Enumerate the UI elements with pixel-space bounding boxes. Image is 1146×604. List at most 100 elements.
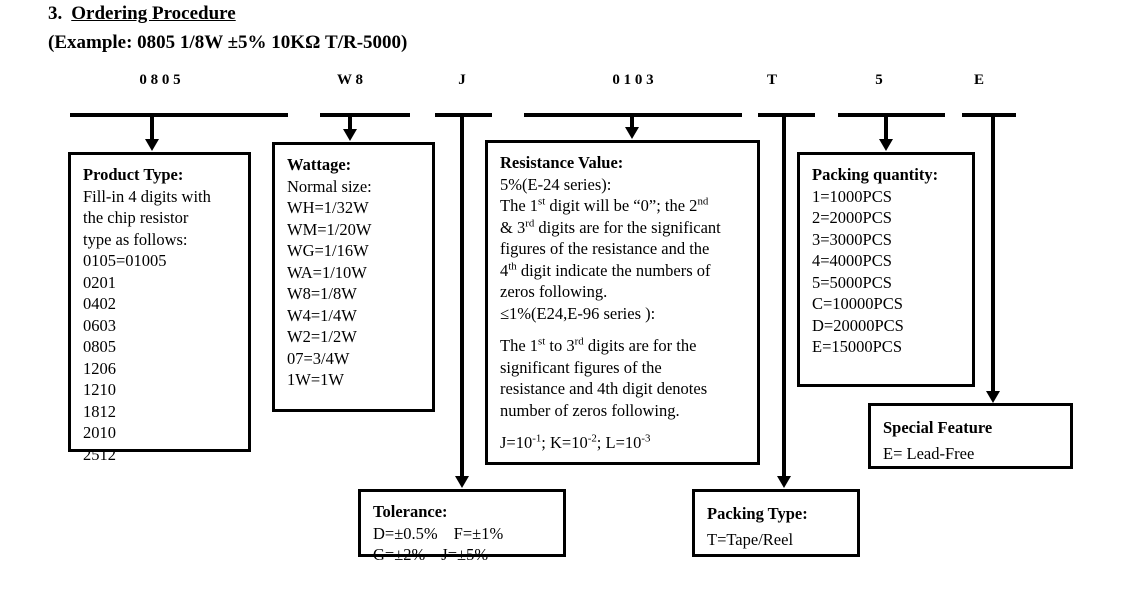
resistance-rule-line: zeros following. bbox=[500, 282, 608, 301]
packing-quantity-line: D=20000PCS bbox=[812, 315, 904, 335]
resistance-rule-line: The 1st to 3rd digits are for the bbox=[500, 335, 747, 357]
resistance-rule-line: The 1st digit will be “0”; the 2nd bbox=[500, 195, 747, 217]
txt: digits are for the significant bbox=[534, 217, 721, 237]
resistance-rule-line: 4th digit indicate the numbers of bbox=[500, 260, 747, 282]
resistance-rule-line: resistance and 4th digit denotes bbox=[500, 379, 708, 398]
spacer bbox=[500, 324, 747, 335]
resistance-rule-line: & 3rd digits are for the significant bbox=[500, 217, 747, 239]
leader-stem-product-type bbox=[150, 115, 154, 141]
box-tolerance: Tolerance: D=±0.5% F=±1% G=±2%J=±5% bbox=[358, 489, 566, 564]
packing-type-line: T=Tape/Reel bbox=[707, 529, 794, 549]
resistance-series-5pct: 5%(E-24 series): bbox=[500, 174, 612, 194]
tolerance-line: D=±0.5% F=±1% bbox=[373, 523, 553, 545]
product-type-line: the chip resistor bbox=[83, 208, 189, 227]
txt: digit indicate the numbers of bbox=[516, 260, 711, 280]
box-packing-quantity: Packing quantity: 1=1000PCS 2=2000PCS 3=… bbox=[797, 152, 975, 387]
code-segment-special-feature: E bbox=[973, 72, 984, 88]
code-segment-packing-type: T bbox=[766, 72, 777, 88]
tolerance-line: G=±2%J=±5% bbox=[373, 544, 553, 566]
leader-bar-packing-quantity bbox=[838, 113, 945, 117]
txt: J=10 bbox=[500, 433, 533, 452]
leader-bar-wattage bbox=[320, 113, 410, 117]
box-title-product-type: Product Type: bbox=[83, 165, 184, 184]
leader-stem-wattage bbox=[348, 115, 352, 131]
exponent-sup: -3 bbox=[641, 432, 651, 445]
special-feature-line: E= Lead-Free bbox=[883, 443, 975, 463]
txt: D=±0.5% bbox=[373, 523, 438, 543]
txt: ; L=10 bbox=[596, 433, 642, 452]
product-type-line: 1210 bbox=[83, 380, 116, 399]
leader-stem-packing-quantity bbox=[884, 115, 888, 141]
wattage-line: WG=1/16W bbox=[287, 241, 369, 260]
packing-quantity-line: C=10000PCS bbox=[812, 294, 903, 313]
txt: to 3 bbox=[545, 336, 575, 355]
ordinal-sup: st bbox=[538, 195, 546, 208]
box-product-type: Product Type: Fill-in 4 digits with the … bbox=[68, 152, 251, 464]
leader-stem-packing-type bbox=[782, 115, 786, 477]
section-title: Ordering Procedure bbox=[71, 3, 236, 24]
leader-arrow-tolerance bbox=[455, 476, 469, 488]
txt: ; K=10 bbox=[541, 433, 588, 452]
wattage-line: W8=1/8W bbox=[287, 284, 357, 303]
wattage-line: Normal size: bbox=[287, 176, 372, 196]
txt: 4 bbox=[500, 260, 509, 280]
wattage-line: W2=1/2W bbox=[287, 327, 357, 346]
product-type-line: 2512 bbox=[83, 444, 116, 464]
txt: The 1 bbox=[500, 336, 539, 355]
packing-quantity-line: 2=2000PCS bbox=[812, 208, 892, 227]
product-type-line: 1206 bbox=[83, 358, 116, 378]
wattage-line: W4=1/4W bbox=[287, 305, 357, 325]
txt: The 1 bbox=[500, 196, 539, 215]
code-segment-product-type: 0 8 0 5 bbox=[139, 72, 181, 88]
wattage-line: 07=3/4W bbox=[287, 348, 350, 368]
resistance-multiplier-line: J=10-1; K=10-2; L=10-3 bbox=[500, 432, 747, 454]
box-title-tolerance: Tolerance: bbox=[373, 502, 448, 521]
packing-quantity-line: 1=1000PCS bbox=[812, 186, 892, 206]
txt: G=±2% bbox=[373, 545, 426, 564]
leader-stem-resistance bbox=[630, 115, 634, 129]
ordinal-sup: st bbox=[538, 335, 546, 348]
code-segment-resistance: 0 1 0 3 bbox=[612, 72, 654, 88]
txt: & 3 bbox=[500, 217, 526, 237]
wattage-line: WA=1/10W bbox=[287, 262, 367, 282]
packing-quantity-line: 3=3000PCS bbox=[812, 229, 892, 249]
exponent-sup: -1 bbox=[532, 432, 542, 445]
leader-arrow-product-type bbox=[145, 139, 159, 151]
resistance-rule-line: figures of the resistance and the bbox=[500, 239, 710, 258]
spacer bbox=[500, 421, 747, 432]
leader-arrow-wattage bbox=[343, 129, 357, 141]
ordinal-sup: th bbox=[508, 260, 517, 272]
leader-arrow-packing-quantity bbox=[879, 139, 893, 151]
box-title-resistance-value: Resistance Value: bbox=[500, 153, 624, 172]
code-segment-wattage: W 8 bbox=[337, 72, 363, 88]
txt: digit will be “0”; the 2 bbox=[545, 196, 698, 215]
leader-stem-tolerance bbox=[460, 115, 464, 477]
box-title-packing-quantity: Packing quantity: bbox=[812, 165, 939, 184]
ordinal-sup: rd bbox=[574, 335, 584, 348]
product-type-line: 1812 bbox=[83, 401, 116, 421]
product-type-line: 0201 bbox=[83, 272, 116, 292]
resistance-rule-line: number of zeros following. bbox=[500, 400, 680, 420]
exponent-sup: -2 bbox=[587, 432, 597, 445]
box-wattage: Wattage: Normal size: WH=1/32W WM=1/20W … bbox=[272, 142, 435, 412]
txt: digits are for the bbox=[583, 336, 697, 355]
example-part-number: (Example: 0805 1/8W ±5% 10KΩ T/R-5000) bbox=[48, 32, 408, 53]
txt: F=±1% bbox=[453, 523, 504, 543]
packing-quantity-line: E=15000PCS bbox=[812, 337, 902, 356]
code-segment-packing-quantity: 5 bbox=[875, 72, 883, 88]
product-type-line: 0105=01005 bbox=[83, 251, 167, 270]
packing-quantity-line: 5=5000PCS bbox=[812, 272, 892, 292]
box-special-feature: Special Feature E= Lead-Free bbox=[868, 403, 1073, 469]
product-type-line: 0603 bbox=[83, 315, 116, 335]
box-title-special-feature: Special Feature bbox=[883, 418, 993, 437]
leader-bar-packing-type bbox=[758, 113, 815, 117]
product-type-line: 0805 bbox=[83, 337, 116, 356]
ordinal-sup: rd bbox=[525, 217, 535, 229]
wattage-line: WH=1/32W bbox=[287, 198, 369, 217]
box-packing-type: Packing Type: T=Tape/Reel bbox=[692, 489, 860, 557]
box-title-packing-type: Packing Type: bbox=[707, 504, 808, 523]
leader-arrow-special-feature bbox=[986, 391, 1000, 403]
resistance-rule-line: significant figures of the bbox=[500, 357, 662, 377]
box-resistance-value: Resistance Value: 5%(E-24 series): The 1… bbox=[485, 140, 760, 465]
